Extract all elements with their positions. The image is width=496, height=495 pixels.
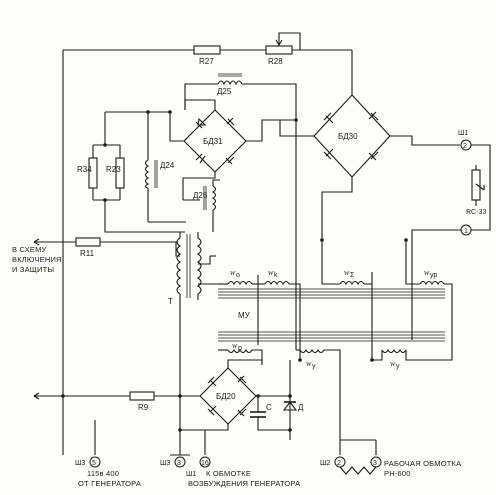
winding-wk-label: w bbox=[268, 268, 274, 277]
resistor-r27-label: R27 bbox=[199, 57, 214, 66]
bridge-bd30 bbox=[279, 94, 460, 240]
choke-d24 bbox=[144, 159, 158, 189]
terminal-sh1-1-num: 1 bbox=[464, 228, 468, 235]
transformer-t-label: T bbox=[168, 297, 173, 306]
diode-d-label: Д bbox=[298, 403, 304, 412]
winding-wsigma-label: w bbox=[344, 268, 350, 277]
winding-wy2-sub: y bbox=[396, 363, 400, 370]
terminal-sh1-16-num: 16 bbox=[201, 460, 209, 467]
terminal-sh1c-label: Ш1 bbox=[186, 471, 196, 478]
resistor-r34-label: R34 bbox=[77, 165, 92, 174]
winding-wyr-sub: ур bbox=[430, 272, 437, 279]
resistor-r23 bbox=[115, 157, 125, 189]
winding-wy2-label: w bbox=[390, 359, 396, 368]
top-rail bbox=[62, 32, 353, 455]
winding-wy1-label: w bbox=[306, 359, 312, 368]
terminal-sh3-3-num: 3 bbox=[177, 460, 181, 467]
junction-dots bbox=[61, 110, 408, 432]
resistor-r28 bbox=[265, 45, 293, 55]
resistor-rc33-label: RC-33 bbox=[466, 209, 486, 216]
caption-gen-2: ОТ ГЕНЕРАТОРА bbox=[78, 479, 141, 488]
terminal-sh3b-label: Ш3 bbox=[160, 460, 170, 467]
terminal-sh2-3[interactable] bbox=[370, 456, 382, 468]
capacitor-c-label: C bbox=[266, 403, 272, 412]
capacitor-c bbox=[250, 411, 290, 431]
terminal-sh3-5-num: 5 bbox=[92, 460, 96, 467]
caption-exc-1: К ОБМОТКЕ bbox=[206, 469, 251, 478]
terminal-sh3-3[interactable] bbox=[174, 456, 186, 468]
terminal-sh2-3-num: 3 bbox=[373, 460, 377, 467]
terminal-sh2-2[interactable] bbox=[334, 456, 346, 468]
winding-wy1-sub: y bbox=[312, 363, 316, 370]
magnetic-amplifier bbox=[210, 240, 453, 440]
resistor-r23-label: R23 bbox=[106, 165, 121, 174]
caption-to-scheme-1: В СХЕМУ bbox=[12, 245, 47, 254]
caption-to-scheme-2: ВКЛЮЧЕНИЯ bbox=[12, 255, 62, 264]
input-line bbox=[33, 238, 180, 257]
choke-d24-label: Д24 bbox=[160, 161, 175, 170]
resistor-r9 bbox=[129, 391, 155, 401]
terminal-sh1-2-num: 2 bbox=[463, 143, 467, 150]
terminal-sh1-label: Ш1 bbox=[458, 130, 468, 137]
resistor-rc33 bbox=[471, 169, 481, 201]
core-mu-label: МУ bbox=[238, 311, 251, 320]
bridge-bd31 bbox=[169, 99, 296, 200]
caption-exc-2: ВОЗБУЖДЕНИЯ ГЕНЕРАТОРА bbox=[188, 479, 300, 488]
winding-wo-label: w bbox=[230, 268, 236, 277]
winding-wyr-label: w bbox=[424, 268, 430, 277]
terminal-sh3a-label: Ш3 bbox=[75, 460, 85, 467]
caption-gen-1: 115в 400 bbox=[87, 469, 119, 478]
choke-d26 bbox=[183, 179, 220, 232]
bridge-bd30-label: БД30 bbox=[338, 132, 358, 141]
resistor-r9-label: R9 bbox=[138, 403, 149, 412]
winding-wsigma-sub: Σ bbox=[350, 272, 355, 279]
choke-d25 bbox=[184, 73, 297, 240]
winding-wo-sub: o bbox=[236, 272, 240, 279]
caption-work-1: РАБОЧАЯ ОБМОТКА bbox=[384, 459, 461, 468]
resistor-r28-label: R28 bbox=[268, 57, 283, 66]
terminal-block-sh1: 2 Ш1 1 bbox=[411, 130, 491, 340]
transformer-t bbox=[176, 232, 218, 340]
choke-d25-label: Д25 bbox=[217, 87, 232, 96]
diode-d bbox=[282, 360, 298, 411]
terminal-sh3-5[interactable] bbox=[89, 456, 101, 468]
winding-wk-sub: k bbox=[274, 272, 278, 279]
caption-to-scheme-3: И ЗАЩИТЫ bbox=[12, 265, 54, 274]
caption-work-2: РН-600 bbox=[384, 469, 411, 478]
bridge-bd31-label: БД31 bbox=[203, 137, 223, 146]
winding-wp-sub: p bbox=[238, 345, 242, 352]
choke-d26-label: Д26 bbox=[193, 191, 208, 200]
left-branch bbox=[92, 111, 186, 233]
terminal-sh2-label: Ш2 bbox=[320, 460, 330, 467]
resistor-r11-label: R11 bbox=[80, 249, 95, 258]
terminal-sh2-2-num: 2 bbox=[337, 460, 341, 467]
r9-line bbox=[33, 392, 200, 400]
resistor-r11 bbox=[75, 237, 101, 247]
resistor-r27 bbox=[193, 45, 221, 55]
winding-wp-label: w bbox=[232, 341, 238, 350]
bridge-bd20-label: БД20 bbox=[216, 392, 236, 401]
resistor-r34 bbox=[88, 157, 98, 189]
terminal-sh1-16[interactable] bbox=[199, 456, 211, 468]
